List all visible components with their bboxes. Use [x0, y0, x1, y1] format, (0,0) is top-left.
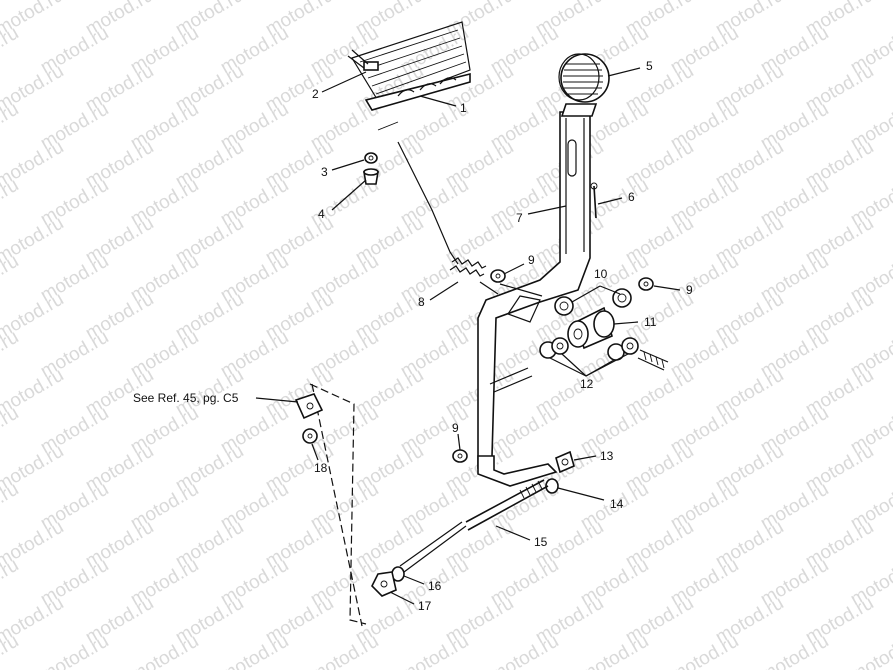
part-18-nut: [302, 428, 318, 444]
watermark-text: motod.ru: [0, 555, 22, 611]
lower-arm-end: [477, 455, 558, 487]
reference-note: See Ref. 45, pg. C5: [133, 391, 239, 405]
callout-12: 12: [580, 377, 594, 391]
part-17-rod-end: [371, 571, 397, 597]
cable: [397, 141, 459, 265]
part-9-nut-a: [490, 269, 506, 283]
part-3-nut: [364, 152, 378, 164]
part-13-rod-end: [555, 450, 575, 474]
callout-9-lower: 9: [452, 421, 459, 435]
part-4-bushing: [363, 168, 379, 185]
callout-5: 5: [646, 59, 653, 73]
parts-drawing: [294, 21, 669, 627]
callout-13: 13: [600, 449, 614, 463]
watermark-text: motod.ru: [397, 631, 472, 670]
part-9-nut-b: [638, 277, 654, 291]
watermark-text: motod.ru: [0, 175, 22, 231]
watermark-text: motod.ru: [0, 479, 22, 535]
watermark-text: motod.ru: [0, 327, 22, 383]
floor-bracket: [351, 21, 471, 111]
part-6-pin: [590, 182, 598, 219]
watermark-text: motod.ru: [0, 403, 22, 459]
reference-plate: [294, 383, 367, 627]
part-14-jam-nut: [545, 478, 559, 494]
callout-18: 18: [314, 461, 328, 475]
callout-16: 16: [428, 579, 442, 593]
watermark-text: motod.ru: [577, 631, 652, 670]
watermark-text: motod.ru: [0, 251, 22, 307]
watermark-text: motod.ru: [307, 631, 382, 670]
watermark-text: motod.ru: [0, 23, 22, 79]
callout-3: 3: [321, 165, 328, 179]
callout-4: 4: [318, 207, 325, 221]
callout-7: 7: [516, 211, 523, 225]
part-2-bolt: [347, 49, 379, 71]
callout-labels: 1 2 3 4 5 6 7 8 9 9 9 10 11 12 13 14 15 …: [133, 59, 693, 613]
part-15-rod: [399, 479, 549, 573]
watermark-text: motod.ru: [0, 99, 22, 155]
part-11-pivot-tube: [567, 306, 615, 350]
watermark-text: motod.ru: [757, 631, 832, 670]
callout-1: 1: [460, 101, 467, 115]
callout-10: 10: [594, 267, 608, 281]
watermark-text: motod.ru: [487, 631, 562, 670]
callout-2: 2: [312, 87, 319, 101]
callout-11: 11: [644, 315, 657, 329]
watermark-text: motod.ru: [847, 631, 893, 670]
callout-8: 8: [418, 295, 425, 309]
part-9-nut-c: [452, 449, 468, 463]
watermark-text: motod.ru: [667, 631, 742, 670]
leader-lines: [255, 67, 681, 605]
part-8-spring: [449, 257, 499, 295]
callout-17: 17: [418, 599, 432, 613]
callout-6: 6: [628, 190, 635, 204]
watermark-text: motod.ru: [127, 631, 202, 670]
callout-9-upper: 9: [528, 253, 535, 267]
watermark-text: motod.ru: [217, 631, 292, 670]
pivot-bolt: [489, 349, 669, 393]
callout-14: 14: [610, 497, 624, 511]
part-5-pedal-pad: [558, 53, 610, 117]
watermark-text: motod.ru: [0, 0, 22, 2]
callout-9-right: 9: [686, 283, 693, 297]
callout-15: 15: [534, 535, 548, 549]
watermark-text: motod.ru: [37, 631, 112, 670]
